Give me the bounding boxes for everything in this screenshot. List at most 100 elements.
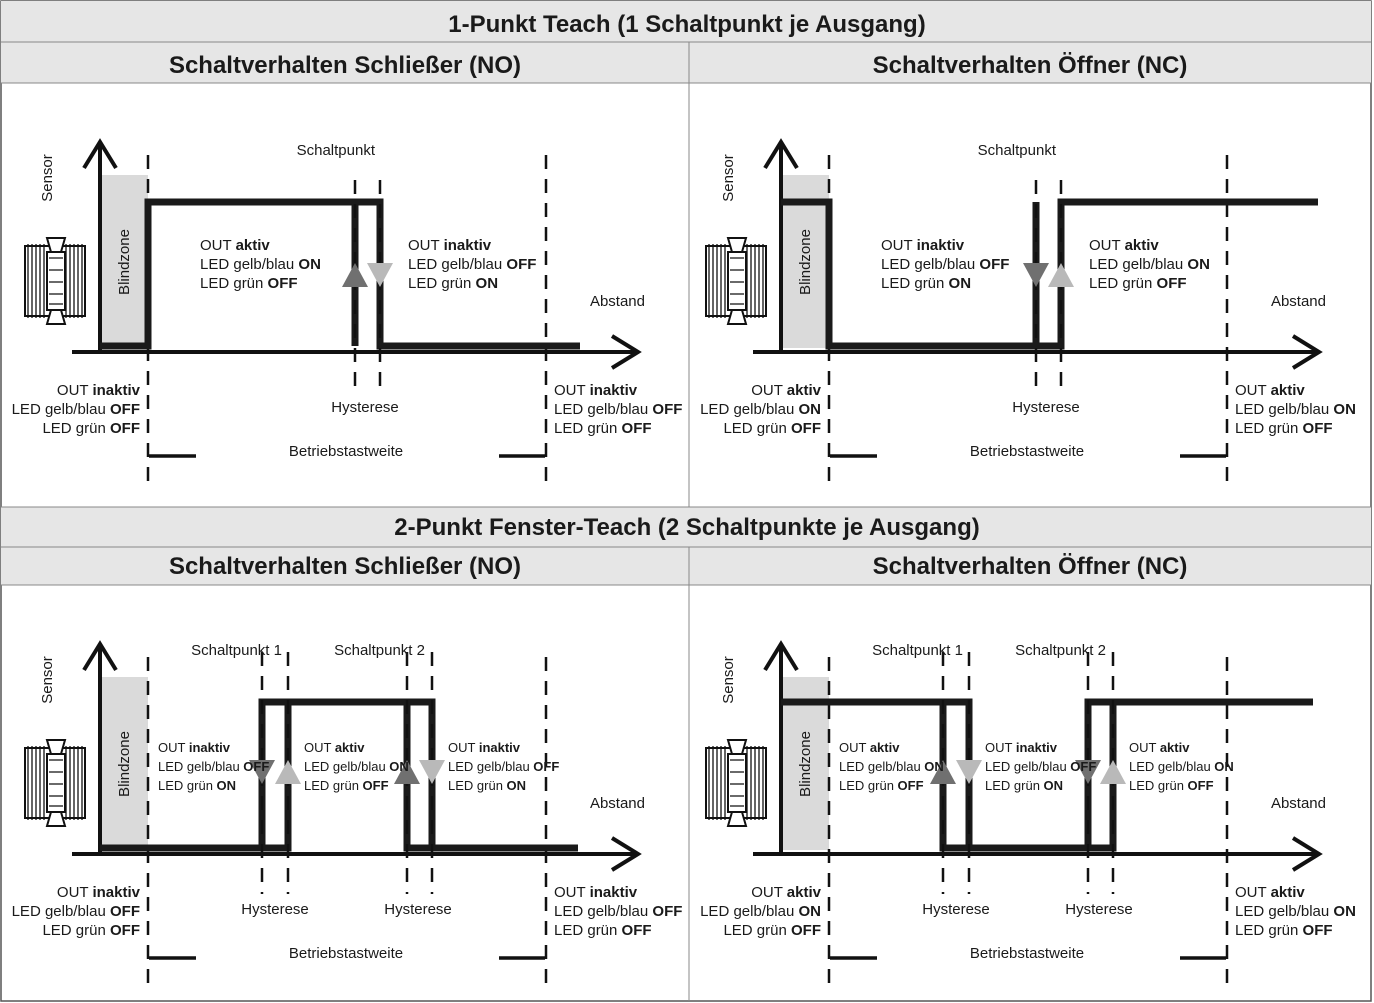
panel-onepoint-nc: BlindzoneSensorAbstandBetriebstastweiteS… bbox=[700, 138, 1356, 485]
section1-title: 1-Punkt Teach (1 Schaltpunkt je Ausgang) bbox=[448, 11, 925, 38]
status-line: LED gelb/blau ON bbox=[1235, 903, 1356, 920]
sensor-icon bbox=[24, 739, 86, 827]
blindzone-label: Blindzone bbox=[116, 731, 133, 797]
arrow-up-icon bbox=[1048, 263, 1074, 287]
y-axis-arrow-icon bbox=[82, 138, 118, 170]
betriebstastweite-label: Betriebstastweite bbox=[970, 443, 1084, 460]
panel-window-nc: BlindzoneSensorAbstandBetriebstastweiteS… bbox=[700, 640, 1356, 987]
status-line: LED grün OFF bbox=[1089, 275, 1187, 292]
status-line: LED gelb/blau OFF bbox=[408, 256, 536, 273]
hysterese-label: Hysterese bbox=[1012, 399, 1080, 416]
status-line: LED gelb/blau OFF bbox=[12, 903, 140, 920]
hysterese-label-2: Hysterese bbox=[1065, 901, 1133, 918]
status-line: LED gelb/blau ON bbox=[839, 759, 944, 774]
status-line: LED grün OFF bbox=[304, 778, 389, 793]
y-axis-arrow-icon bbox=[763, 640, 799, 672]
status-line: LED grün ON bbox=[985, 778, 1063, 793]
status-line: LED grün OFF bbox=[42, 420, 140, 437]
blindzone-label: Blindzone bbox=[797, 731, 814, 797]
betriebstastweite-label: Betriebstastweite bbox=[970, 945, 1084, 962]
status-line: LED grün ON bbox=[158, 778, 236, 793]
status-line: LED gelb/blau ON bbox=[700, 903, 821, 920]
status-line: OUT inaktiv bbox=[554, 884, 638, 901]
abstand-label: Abstand bbox=[590, 293, 645, 310]
status-line: LED grün OFF bbox=[1235, 420, 1333, 437]
hysterese-label-2: Hysterese bbox=[384, 901, 452, 918]
status-line: OUT aktiv bbox=[1235, 884, 1305, 901]
arrow-down-icon bbox=[956, 760, 982, 784]
status-line: LED gelb/blau OFF bbox=[881, 256, 1009, 273]
hysterese-label-1: Hysterese bbox=[241, 901, 309, 918]
status-line: LED grün OFF bbox=[1235, 922, 1333, 939]
output-signal-line bbox=[781, 698, 1313, 852]
status-line: LED grün ON bbox=[881, 275, 971, 292]
sensor-icon bbox=[705, 237, 767, 325]
section1-left-header: Schaltverhalten Schließer (NO) bbox=[169, 52, 521, 79]
sensor-label: Sensor bbox=[720, 154, 737, 202]
arrow-up-icon bbox=[1100, 760, 1126, 784]
schaltpunkt-label: Schaltpunkt bbox=[297, 142, 376, 159]
betriebstastweite-label: Betriebstastweite bbox=[289, 443, 403, 460]
blindzone-area bbox=[101, 677, 148, 850]
status-line: LED grün OFF bbox=[200, 275, 298, 292]
status-line: LED grün OFF bbox=[554, 922, 652, 939]
status-line: LED gelb/blau ON bbox=[1129, 759, 1234, 774]
arrow-down-icon bbox=[367, 263, 393, 287]
section2-right-header: Schaltverhalten Öffner (NC) bbox=[873, 553, 1188, 580]
schaltpunkt1-label: Schaltpunkt 1 bbox=[191, 642, 282, 659]
status-line: OUT aktiv bbox=[304, 740, 365, 755]
arrow-down-icon bbox=[1075, 760, 1101, 784]
output-signal-line bbox=[100, 198, 580, 350]
status-line: LED gelb/blau ON bbox=[200, 256, 321, 273]
panel-window-no: BlindzoneSensorAbstandBetriebstastweiteS… bbox=[12, 640, 682, 987]
status-line: LED grün OFF bbox=[554, 420, 652, 437]
status-line: OUT aktiv bbox=[1129, 740, 1190, 755]
sensor-icon bbox=[705, 739, 767, 827]
blindzone-label: Blindzone bbox=[116, 229, 133, 295]
status-line: LED gelb/blau OFF bbox=[158, 759, 269, 774]
status-line: LED gelb/blau OFF bbox=[554, 401, 682, 418]
arrow-down-icon bbox=[249, 760, 275, 784]
x-axis-arrow-icon bbox=[610, 334, 642, 370]
status-line: OUT inaktiv bbox=[985, 740, 1058, 755]
abstand-label: Abstand bbox=[1271, 293, 1326, 310]
hysterese-label-1: Hysterese bbox=[922, 901, 990, 918]
status-line: LED gelb/blau OFF bbox=[12, 401, 140, 418]
x-axis-arrow-icon bbox=[1291, 334, 1323, 370]
betriebstastweite-label: Betriebstastweite bbox=[289, 945, 403, 962]
status-line: LED grün OFF bbox=[839, 778, 924, 793]
status-line: LED gelb/blau ON bbox=[700, 401, 821, 418]
output-signal-line bbox=[781, 198, 1318, 350]
status-line: OUT inaktiv bbox=[57, 382, 141, 399]
sensor-label: Sensor bbox=[39, 656, 56, 704]
y-axis-arrow-icon bbox=[82, 640, 118, 672]
status-line: LED grün OFF bbox=[723, 420, 821, 437]
status-line: LED grün ON bbox=[448, 778, 526, 793]
status-line: LED grün OFF bbox=[723, 922, 821, 939]
sensor-icon bbox=[24, 237, 86, 325]
arrow-up-icon bbox=[275, 760, 301, 784]
sensor-label: Sensor bbox=[720, 656, 737, 704]
abstand-label: Abstand bbox=[1271, 795, 1326, 812]
status-line: OUT aktiv bbox=[200, 237, 270, 254]
y-axis-arrow-icon bbox=[763, 138, 799, 170]
arrow-down-icon bbox=[1023, 263, 1049, 287]
hysterese-label: Hysterese bbox=[331, 399, 399, 416]
section2-title: 2-Punkt Fenster-Teach (2 Schaltpunkte je… bbox=[394, 514, 979, 541]
status-line: OUT aktiv bbox=[751, 382, 821, 399]
status-line: OUT aktiv bbox=[1235, 382, 1305, 399]
blindzone-area bbox=[101, 175, 148, 348]
